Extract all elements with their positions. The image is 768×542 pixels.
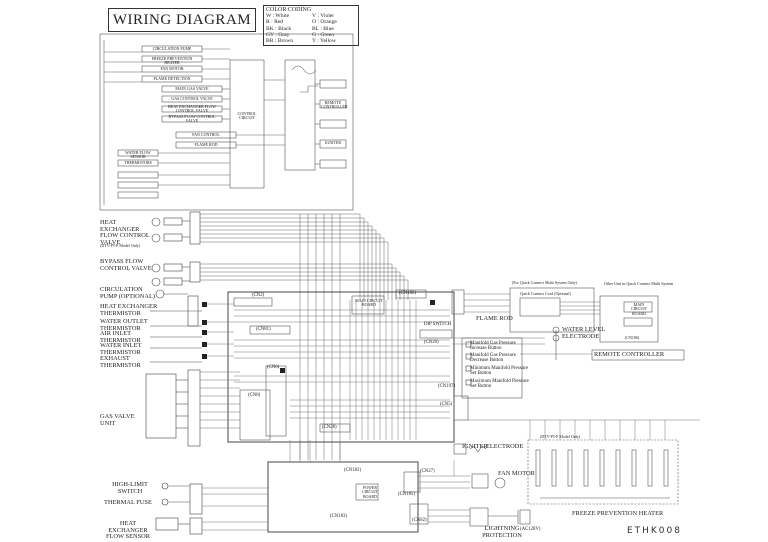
block-label: MAIN GAS VALVE — [175, 86, 209, 91]
connector-cn183: (CN183) — [330, 514, 348, 519]
connector-cn2: (CN2) — [252, 293, 265, 298]
block-label: BYPASS FLOW CONTROL VALVE — [168, 114, 216, 124]
circulation-pump-label: CIRCULATION PUMP (OPTIONAL) — [100, 286, 155, 300]
flow-sensor-label: HEAT EXCHANGER FLOW SENSOR — [105, 520, 151, 541]
connector-cn26: (CN26) — [424, 340, 439, 345]
legend-entry: G : Green — [312, 31, 335, 38]
flame-rod-label: FLAME ROD — [476, 315, 513, 322]
exhaust-label: EXHAUST THERMISTOR — [100, 355, 141, 369]
block-label: GAS CONTROL VALVE — [171, 96, 213, 101]
other-unit-label: Other Unit in Quick Connect Multi System — [604, 281, 674, 286]
quick-connect-note: (For Quick Connect Multi System Only) — [512, 280, 577, 285]
document-code: ETHK008 — [626, 526, 682, 536]
legend-entry: Y : Yellow — [312, 38, 336, 45]
block-label: THERMISTORS — [124, 160, 152, 165]
freeze-heater-label: FREEZE PREVENTION HEATER — [572, 510, 664, 517]
connector-cn182: (CN182) — [344, 468, 362, 473]
power-board-outline — [267, 461, 419, 533]
air-inlet-label: AIR INLET THERMISTOR — [100, 330, 141, 344]
connector-cn5: (CN5) — [440, 402, 453, 407]
legend-entry: O : Orange — [312, 19, 337, 26]
maximum-manifold-label: Maximum Manifold Pressure Set Button — [470, 379, 529, 390]
legend-entry: BK : Black — [266, 25, 292, 32]
main-circuit-right: MAIN CIRCUIT BOARD — [631, 302, 647, 316]
lightning-protection-label: LIGHTNING PROTECTION — [482, 525, 522, 539]
legend-entry: BL : Blue — [312, 25, 334, 32]
gas-valve-label: GAS VALVE UNIT — [100, 413, 135, 427]
minimum-manifold-label: Minimum Manifold Pressure Set Button — [470, 366, 529, 377]
legend-entry: V : Violet — [312, 13, 334, 20]
legend-heading: COLOR CODING — [266, 7, 312, 13]
block-label: HEAT EXCHANGER FLOW CONTROL VALVE — [167, 104, 217, 114]
block-label: FLAME DETECTION — [153, 76, 191, 81]
water-level-label: WATER LEVEL ELECTRODE — [562, 326, 605, 340]
block-schematic-frame — [99, 33, 354, 211]
quick-connect-cord: Quick Connect Cord (Optional) — [520, 291, 571, 296]
connector-cn28: (CN28) — [322, 425, 337, 430]
connector-cn186-right: (CN186) — [625, 335, 640, 340]
electrode-label: ELECTRODE — [486, 443, 524, 450]
fan-motor-label: FAN MOTOR — [498, 470, 535, 477]
manifold-decrease-label: Manifold Gas Pressure Decrease Button — [470, 353, 516, 364]
connector-cn27: (CN27) — [420, 469, 435, 474]
hx-model-note: (DTV-PT-F Model Only) — [100, 243, 141, 248]
thermal-fuse-label: THERMAL FUSE — [104, 499, 152, 506]
power-circuit-label: POWER CIRCUIT BOARD — [362, 485, 378, 499]
ac-voltage-label: (AC120V) — [520, 527, 541, 532]
igniter-label: IGNITER — [462, 443, 488, 450]
main-board-outline — [227, 291, 455, 443]
block-label: FAN CONTROL — [192, 132, 220, 137]
bypass-valve-label: BYPASS FLOW CONTROL VALVE — [100, 258, 152, 272]
diagram-title: WIRING DIAGRAM — [108, 8, 256, 32]
hx-flow-valve-label: HEAT EXCHANGER FLOW CONTROL VALVE — [100, 219, 150, 246]
dip-switch-label: DIP SWITCH — [424, 322, 452, 327]
connector-cn186: (CN186) — [399, 291, 417, 296]
block-label: FAN MOTOR — [160, 66, 184, 71]
connector-cn185: (CN185) — [398, 492, 416, 497]
water-inlet-label: WATER INLET THERMISTOR — [100, 342, 142, 356]
legend-entry: GY : Gray — [266, 31, 290, 38]
block-label: CONTROL CIRCUIT — [237, 111, 257, 121]
hx-thermistor-label: HEAT EXCHANGER THERMISTOR — [100, 303, 158, 317]
main-circuit-center-label: MAIN CIRCUIT BOARD — [355, 298, 383, 308]
block-label: IGNITER — [325, 140, 341, 145]
block-label: CIRCULATION PUMP — [152, 46, 192, 51]
remote-controller-label: REMOTE CONTROLLER — [594, 351, 665, 358]
legend-entry: R : Red — [266, 19, 284, 26]
block-label: REMOTE CONTROLLER — [321, 100, 348, 110]
connector-cn8: (CN8) — [248, 393, 261, 398]
connector-cn81: (CN81) — [256, 327, 271, 332]
model-note-right: (DTV-PT-F Model Only) — [540, 434, 581, 439]
connector-cn197: (CN197) — [438, 384, 456, 389]
connector-cn6: (CN6) — [267, 365, 280, 370]
color-coding-legend: COLOR CODING W : White V : Violet R : Re… — [263, 5, 359, 46]
high-limit-label: HIGH-LIMIT SWITCH — [112, 481, 148, 495]
legend-entry: W : White — [266, 13, 290, 20]
connector-cn82: (CN82) — [412, 518, 427, 523]
block-label: FLAME ROD — [194, 142, 218, 147]
remote-controller-box — [591, 349, 685, 361]
block-label: WATER FLOW SENSOR — [125, 150, 151, 160]
block-label: FREEZE PREVENTION HEATER — [151, 56, 193, 66]
manifold-increase-label: Manifold Gas Pressure Increase Button — [470, 341, 516, 352]
water-outlet-label: WATER OUTLET THERMISTOR — [100, 318, 148, 332]
legend-entry: BR : Brown — [266, 38, 294, 45]
